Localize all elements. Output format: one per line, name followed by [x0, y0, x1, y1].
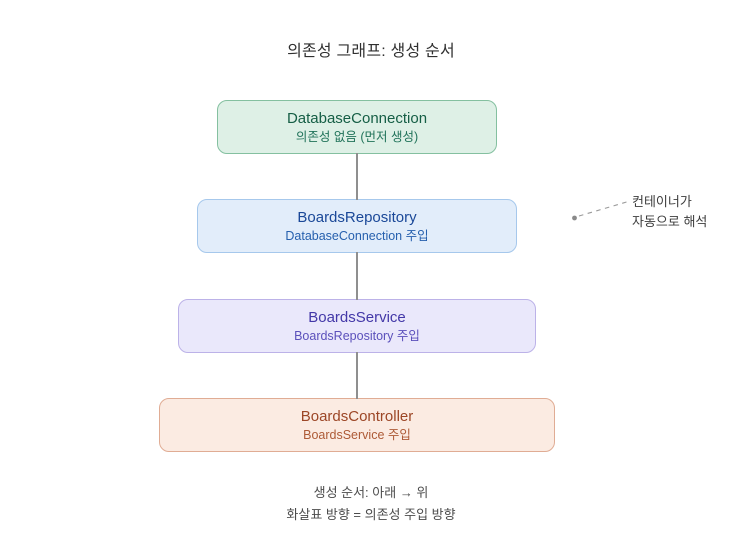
node-name: DatabaseConnection: [286, 110, 428, 127]
connector-line-2: [356, 252, 358, 300]
connector-line-3: [356, 352, 358, 399]
leader-dash: [578, 200, 631, 217]
node-subtitle: 의존성 없음 (먼저 생성): [295, 130, 419, 144]
node-name: BoardsService: [308, 309, 406, 326]
annotation-container: 컨테이너가 자동으로 해석: [632, 192, 707, 232]
leader-dot: [572, 215, 577, 221]
node-boardsrepository: BoardsRepository DatabaseConnection 주입: [197, 199, 517, 253]
diagram-title: 의존성 그래프: 생성 순서: [287, 43, 455, 60]
node-subtitle: BoardsRepository 주입: [294, 329, 420, 343]
annotation-line-1: 컨테이너가: [632, 194, 692, 209]
node-subtitle: BoardsService 주입: [303, 428, 411, 442]
node-name: BoardsRepository: [297, 209, 417, 226]
footer-notes: 생성 순서: 아래 → 위 화살표 방향 = 의존성 주입 방향: [0, 482, 742, 526]
footer-line-2: 화살표 방향 = 의존성 주입 방향: [286, 507, 456, 522]
node-boardscontroller: BoardsController BoardsService 주입: [159, 398, 555, 452]
annotation-line-2: 자동으로 해석: [632, 214, 708, 229]
node-subtitle: DatabaseConnection 주입: [285, 229, 429, 243]
node-name: BoardsController: [300, 408, 414, 425]
node-databaseconnection: DatabaseConnection 의존성 없음 (먼저 생성): [217, 100, 497, 154]
footer-line-1: 생성 순서: 아래 → 위: [313, 485, 429, 500]
node-boardsservice: BoardsService BoardsRepository 주입: [178, 299, 536, 353]
connector-line-1: [356, 153, 358, 200]
